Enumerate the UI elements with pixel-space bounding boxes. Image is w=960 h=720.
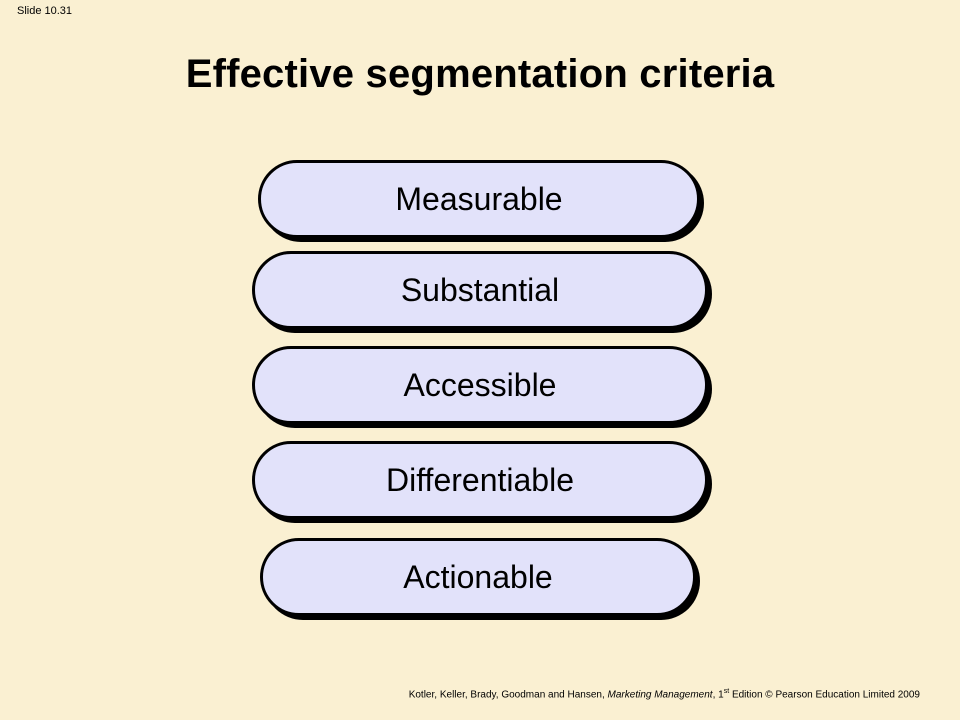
criterion-label: Substantial xyxy=(400,271,560,308)
page-title: Effective segmentation criteria xyxy=(185,52,775,96)
criterion-label: Actionable xyxy=(403,558,553,595)
criterion-label: Differentiable xyxy=(386,461,574,498)
criterion-actionable: Actionable xyxy=(260,538,696,616)
criterion-substantial: Substantial xyxy=(252,251,708,329)
criterion-differentiable: Differentiable xyxy=(252,441,708,519)
footer-book-title: Marketing Management xyxy=(607,689,713,701)
criterion-accessible: Accessible xyxy=(252,346,708,424)
footer-publisher: Edition © Pearson Education Limited 2009 xyxy=(729,689,920,701)
criterion-label: Accessible xyxy=(403,366,557,403)
criterion-measurable: Measurable xyxy=(258,160,700,238)
footer-authors: Kotler, Keller, Brady, Goodman and Hanse… xyxy=(408,689,608,701)
criterion-label: Measurable xyxy=(395,180,563,217)
slide-number: Slide 10.31 xyxy=(17,5,73,17)
footer-citation: Kotler, Keller, Brady, Goodman and Hanse… xyxy=(409,688,920,700)
footer-edition: , 1 xyxy=(712,689,724,701)
footer-edition-suffix: st xyxy=(723,688,730,695)
